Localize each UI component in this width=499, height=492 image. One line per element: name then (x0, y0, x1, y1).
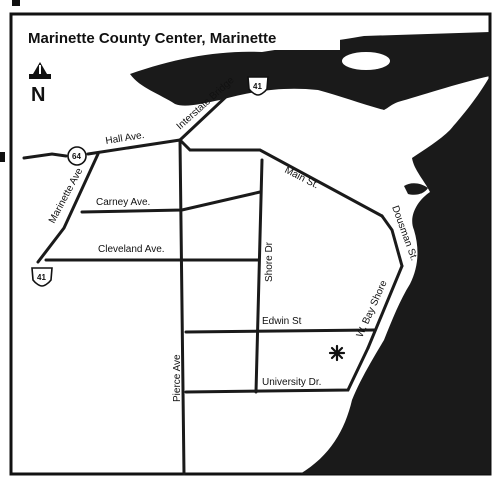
river-island (342, 52, 390, 70)
shore-point (404, 183, 428, 195)
label-cleveland-ave: Cleveland Ave. (98, 244, 165, 255)
label-edwin-st: Edwin St (262, 316, 302, 327)
road-w-bay-shore (366, 264, 404, 350)
label-pierce-ave: Pierce Ave (172, 354, 183, 402)
title-panel (22, 24, 340, 50)
us-41-south-label: 41 (37, 273, 46, 282)
river-water (130, 32, 490, 110)
us-41-south-shield-icon: 41 (31, 267, 53, 287)
us-41-north-label: 41 (253, 82, 262, 91)
road-dousman-st (380, 214, 404, 268)
us-41-north-shield-icon: 41 (247, 76, 269, 96)
bay-water (300, 76, 490, 474)
road-university-dr (184, 346, 370, 394)
road-main-st (178, 138, 384, 218)
road-hall-ave-west (22, 152, 68, 160)
state-64-shield-icon: 64 (67, 146, 87, 166)
road-edwin-st (184, 328, 376, 334)
north-arrow-icon (29, 62, 51, 79)
edge-mark (0, 152, 5, 162)
map-title: Marinette County Center, Marinette (28, 30, 276, 47)
road-shore-dr (254, 158, 264, 394)
north-label: N (31, 84, 45, 106)
location-asterisk-icon (328, 344, 346, 362)
road-marinette-ave (36, 152, 100, 264)
road-hall-ave (86, 138, 182, 156)
corner-mark (12, 0, 20, 6)
label-carney-ave: Carney Ave. (96, 197, 150, 208)
label-shore-dr: Shore Dr (264, 241, 275, 282)
road-interstate-bridge (178, 76, 248, 142)
road-network (22, 76, 404, 476)
label-university-dr: University Dr. (262, 377, 321, 388)
road-pierce-ave (178, 138, 186, 476)
state-64-label: 64 (72, 152, 81, 161)
